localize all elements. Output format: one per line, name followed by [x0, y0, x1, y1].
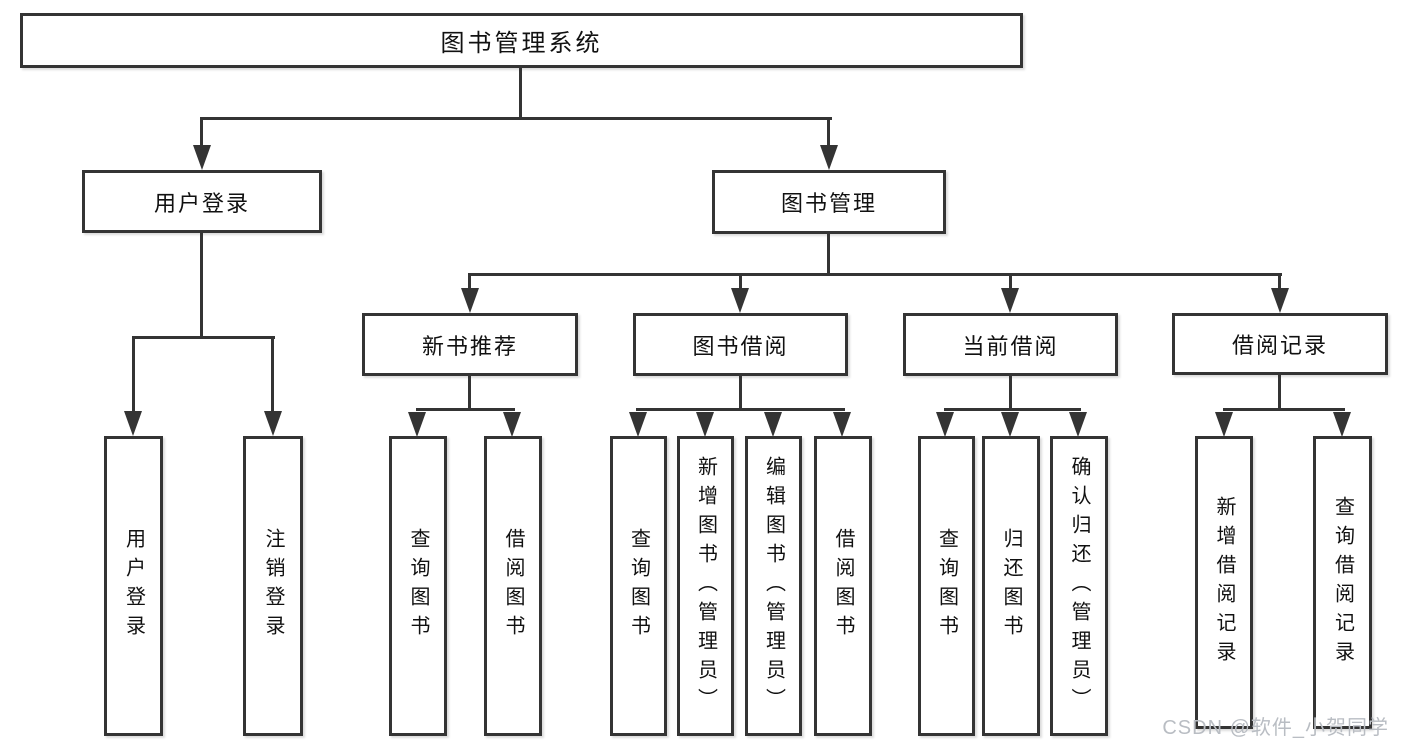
leaf-query-books-current-label: 查询图书: [935, 528, 958, 644]
connector-drop-leaf-login: [132, 339, 135, 413]
leaf-user-login: 用户登录: [104, 436, 163, 736]
arrowhead-g3-leaf1: [629, 412, 647, 437]
node-borrow-records-label: 借阅记录: [1231, 333, 1328, 358]
csdn-watermark: CSDN @软件_小贺同学: [1162, 717, 1389, 739]
leaf-return-books: 归还图书: [982, 436, 1040, 736]
leaf-borrow-books-recommend-label: 借阅图书: [502, 528, 524, 644]
leaf-logout: 注销登录: [243, 436, 303, 736]
arrowhead-g4-leaf2: [1001, 412, 1019, 437]
connector-drop-leaf-logout: [271, 339, 274, 413]
connector-g5-stem: [1278, 375, 1281, 410]
connector-g2-stem: [468, 376, 471, 410]
arrowhead-borrow-records: [1271, 288, 1289, 313]
connector-drop-book-borrow: [739, 276, 742, 290]
leaf-query-books-current: 查询图书: [918, 436, 975, 736]
leaf-edit-book-admin: 编辑图书（管理员）: [745, 436, 802, 736]
arrowhead-leaf-logout: [264, 411, 282, 436]
arrowhead-g4-leaf3: [1069, 412, 1087, 437]
node-new-book-recommend-label: 新书推荐: [421, 333, 518, 359]
leaf-return-books-label: 归还图书: [1000, 528, 1022, 644]
leaf-borrow-books-label: 借阅图书: [832, 528, 854, 644]
node-book-borrow: 图书借阅: [633, 313, 848, 376]
leaf-query-books-borrow: 查询图书: [610, 436, 667, 736]
leaf-query-books-recommend-label: 查询图书: [407, 528, 429, 644]
leaf-user-login-label: 用户登录: [122, 528, 145, 644]
leaf-query-borrow-record-label: 查询借阅记录: [1331, 495, 1354, 670]
leaf-add-borrow-record: 新增借阅记录: [1195, 436, 1253, 729]
leaf-query-borrow-record: 查询借阅记录: [1313, 436, 1372, 729]
arrowhead-new-books: [461, 288, 479, 313]
connector-g3-hbar: [636, 408, 845, 411]
arrowhead-g5-leaf1: [1215, 412, 1233, 437]
arrowhead-g4-leaf1: [936, 412, 954, 437]
leaf-query-books-borrow-label: 查询图书: [627, 528, 650, 644]
arrowhead-g3-leaf4: [833, 412, 851, 437]
leaf-add-borrow-record-label: 新增借阅记录: [1213, 495, 1235, 670]
leaf-confirm-return-admin-label: 确认归还（管理员）: [1068, 455, 1090, 717]
connector-g4-stem: [1009, 376, 1012, 410]
connector-drop-borrow-records: [1278, 276, 1281, 290]
leaf-add-book-admin-label: 新增图书（管理员）: [694, 455, 717, 717]
node-new-book-recommend: 新书推荐: [362, 313, 578, 376]
connector-drop-book-mgmt: [827, 120, 830, 146]
connector-drop-user-login: [200, 120, 203, 146]
node-user-login-label: 用户登录: [153, 190, 250, 216]
leaf-add-book-admin: 新增图书（管理员）: [677, 436, 734, 736]
node-book-management: 图书管理: [712, 170, 946, 234]
node-current-borrow: 当前借阅: [903, 313, 1118, 376]
arrowhead-g3-leaf3: [764, 412, 782, 437]
arrowhead-leaf-login: [124, 411, 142, 436]
node-current-borrow-label: 当前借阅: [962, 333, 1059, 359]
connector-root-stem: [519, 67, 522, 119]
connector-userlogin-hbar: [132, 336, 275, 339]
arrowhead-g3-leaf2: [696, 412, 714, 437]
arrowhead-g2-leaf1: [408, 412, 426, 437]
connector-g4-hbar: [944, 408, 1081, 411]
leaf-logout-label: 注销登录: [262, 528, 284, 644]
arrowhead-current-borrow: [1001, 288, 1019, 313]
leaf-borrow-books: 借阅图书: [814, 436, 872, 736]
node-user-login: 用户登录: [82, 170, 322, 233]
connector-g5-hbar: [1223, 408, 1345, 411]
node-borrow-records: 借阅记录: [1172, 313, 1388, 375]
arrowhead-g5-leaf2: [1333, 412, 1351, 437]
leaf-query-books-recommend: 查询图书: [389, 436, 447, 736]
node-book-management-label: 图书管理: [780, 191, 877, 216]
arrowhead-g2-leaf2: [503, 412, 521, 437]
connector-userlogin-stem: [200, 233, 203, 338]
connector-bookmgmt-stem: [827, 234, 830, 275]
node-system-root-label: 图书管理系统: [440, 30, 603, 57]
connector-drop-current-borrow: [1009, 276, 1012, 290]
connector-drop-new-books: [468, 276, 471, 290]
leaf-confirm-return-admin: 确认归还（管理员）: [1050, 436, 1108, 736]
arrowhead-book-borrow: [731, 288, 749, 313]
arrowhead-user-login: [193, 145, 211, 170]
connector-bookmgmt-hbar: [468, 273, 1282, 276]
connector-g3-stem: [739, 376, 742, 410]
connector-g2-hbar: [416, 408, 515, 411]
node-system-root: 图书管理系统: [20, 13, 1023, 68]
leaf-edit-book-admin-label: 编辑图书（管理员）: [762, 455, 785, 717]
node-book-borrow-label: 图书借阅: [692, 333, 789, 359]
arrowhead-book-mgmt: [820, 145, 838, 170]
leaf-borrow-books-recommend: 借阅图书: [484, 436, 542, 736]
connector-root-hbar: [200, 117, 832, 120]
